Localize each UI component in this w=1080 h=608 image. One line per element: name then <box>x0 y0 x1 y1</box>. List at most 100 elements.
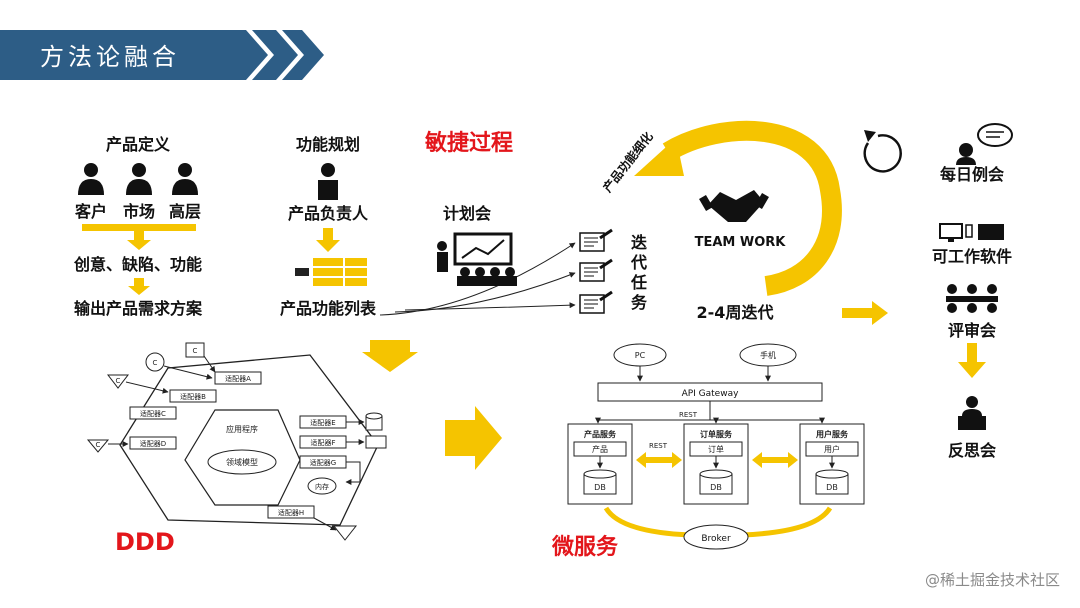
header-bar <box>0 30 268 80</box>
iteration-task-char: 代 <box>630 253 647 272</box>
adapter-box <box>214 371 262 385</box>
feature-list-icon <box>295 258 367 286</box>
task-doc-icon <box>579 228 613 252</box>
down-arrow-icon <box>127 231 151 250</box>
down-arrow-icon <box>958 343 986 378</box>
role-customer: 客户 <box>75 202 107 221</box>
chevron-icon <box>282 30 324 80</box>
adapter-box <box>129 436 177 450</box>
client-box <box>185 342 205 358</box>
db-label: DB <box>826 483 838 492</box>
teamwork-label: TEAM WORK <box>695 235 787 250</box>
product-owner-label: 产品负责人 <box>288 204 369 223</box>
adapter-label: 适配器F <box>310 438 335 447</box>
product-owner-icon <box>318 163 338 200</box>
client-triangle <box>86 439 110 453</box>
file-icon <box>365 435 387 449</box>
refine-label: 产品功能细化 <box>600 129 656 195</box>
service-user: 用户服务 用户 DB <box>799 423 865 505</box>
entity-label: 订单 <box>708 444 724 454</box>
planning-meeting-label: 计划会 <box>443 204 491 223</box>
broker-ellipse <box>683 524 749 550</box>
memory-ellipse <box>307 477 337 495</box>
adapter-label: 适配器D <box>140 439 166 448</box>
down-arrow-icon <box>128 278 150 295</box>
broker-link <box>603 506 691 538</box>
feature-planning-title: 功能规划 <box>296 135 360 154</box>
step-requirements: 输出产品需求方案 <box>74 299 203 318</box>
entity-label: 产品 <box>592 444 608 454</box>
adapter-label: 适配器G <box>310 458 336 467</box>
broker-link <box>741 506 833 538</box>
right-arrow-icon <box>842 301 888 325</box>
adapter-label: 适配器E <box>310 418 335 427</box>
client-label: C <box>96 441 101 449</box>
connector-line <box>394 272 576 313</box>
product-definition: 产品定义 客户 市场 高层 创意、缺陷、功能 输出产品需求方案 <box>73 135 203 318</box>
iteration-duration-label: 2-4周迭代 <box>697 303 774 322</box>
service-name: 产品服务 <box>584 429 617 439</box>
review-meeting-icon <box>946 284 998 313</box>
feature-planning: 功能规划 产品负责人 产品功能列表 <box>280 135 576 318</box>
service-name: 订单服务 <box>700 429 733 439</box>
speaker-icon <box>958 396 986 430</box>
service-product: 产品服务 产品 DB <box>567 423 633 505</box>
adapter-box <box>267 505 315 519</box>
entity-label: 用户 <box>824 444 840 454</box>
yellow-bar <box>82 224 196 231</box>
rest-label: REST <box>649 442 668 450</box>
external-triangle <box>332 525 358 541</box>
bidirectional-arrow-icon <box>636 452 682 468</box>
handshake-icon <box>699 190 769 222</box>
down-arrow-icon <box>316 228 340 252</box>
domain-model-ellipse <box>207 449 277 475</box>
api-gateway-label: API Gateway <box>682 389 740 399</box>
chevron-icon <box>252 30 298 80</box>
ddd-label: DDD <box>115 528 175 556</box>
memory-label: 内存 <box>315 482 329 491</box>
adapter-label: 适配器B <box>180 392 206 401</box>
adapter-label: 适配器C <box>140 409 166 418</box>
iteration-cycle-arc <box>662 120 842 296</box>
ddd-diagram: 应用程序 领域模型 C C C C 适配器A 适配器B 适配器C 适配器D 适配… <box>86 342 387 556</box>
cycle-arrowhead-icon <box>634 138 684 176</box>
application-label: 应用程序 <box>226 424 258 434</box>
client-label: C <box>153 359 158 367</box>
bidirectional-arrow-icon <box>752 452 798 468</box>
daily-meeting-icon <box>956 123 1013 165</box>
connector-line <box>404 302 576 311</box>
microservices-diagram: PC 手机 API Gateway REST 产品服务 产品 DB 订单服务 订… <box>551 343 865 560</box>
broker-label: Broker <box>701 534 731 544</box>
adapter-box <box>169 389 217 403</box>
step-ideas: 创意、缺陷、功能 <box>73 255 202 274</box>
phone-label: 手机 <box>760 350 776 360</box>
feature-list-label: 产品功能列表 <box>280 299 377 318</box>
refresh-icon <box>863 130 902 173</box>
task-doc-icon <box>579 290 613 314</box>
iteration-task-char: 任 <box>630 273 647 292</box>
task-doc-icon <box>579 258 613 282</box>
service-order: 订单服务 订单 DB <box>683 423 749 505</box>
market-person-icon <box>126 163 152 195</box>
adapter-label: 适配器A <box>225 374 251 383</box>
connector-line <box>379 242 576 316</box>
adapter-box <box>129 406 177 420</box>
database-icon <box>365 412 383 431</box>
watermark: @稀土掘金技术社区 <box>925 571 1060 589</box>
domain-model-label: 领域模型 <box>226 457 258 467</box>
devices-icon <box>939 223 1004 242</box>
ceremonies-column: 每日例会 可工作软件 评审会 反思会 <box>863 123 1013 460</box>
iteration-task-char: 迭 <box>631 233 647 252</box>
iteration-task-char: 务 <box>631 293 648 312</box>
db-label: DB <box>710 483 722 492</box>
role-market: 市场 <box>123 202 155 221</box>
rest-label: REST <box>679 411 698 419</box>
db-label: DB <box>594 483 606 492</box>
role-executive: 高层 <box>169 202 201 221</box>
right-arrow-icon <box>445 406 502 470</box>
header-banner: 方法论融合 <box>0 30 324 80</box>
client-triangle <box>106 374 130 389</box>
product-definition-title: 产品定义 <box>106 135 170 154</box>
